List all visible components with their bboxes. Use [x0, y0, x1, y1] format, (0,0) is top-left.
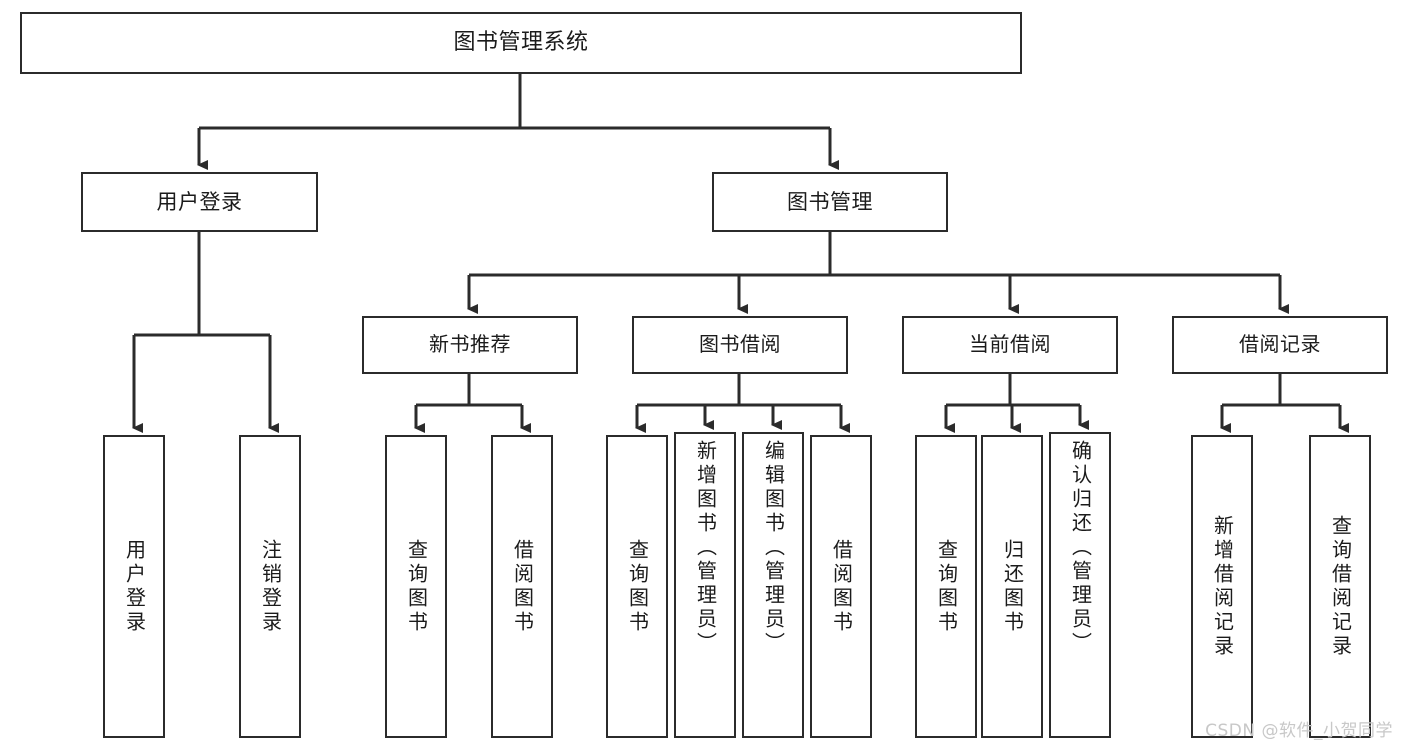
leaf-add-borrow-record[interactable]: 新增借阅记录 — [1191, 435, 1253, 738]
node-root-system[interactable]: 图书管理系统 — [20, 12, 1022, 74]
node-label: 图书管理系统 — [453, 30, 589, 56]
node-label: 新增图书（管理员） — [693, 440, 718, 656]
node-label: 用户登录 — [122, 538, 147, 635]
leaf-query-book-current[interactable]: 查询图书 — [915, 435, 977, 738]
node-label: 查询借阅记录 — [1328, 514, 1353, 659]
node-label: 编辑图书（管理员） — [761, 440, 786, 656]
node-label: 查询图书 — [934, 538, 959, 635]
leaf-confirm-return-admin[interactable]: 确认归还（管理员） — [1049, 432, 1111, 738]
node-label: 图书借阅 — [699, 332, 781, 357]
node-label: 确认归还（管理员） — [1068, 440, 1093, 656]
leaf-borrow-book-recommend[interactable]: 借阅图书 — [491, 435, 553, 738]
node-borrow-record[interactable]: 借阅记录 — [1172, 316, 1388, 374]
node-new-book-recommend[interactable]: 新书推荐 — [362, 316, 578, 374]
leaf-query-book-borrow[interactable]: 查询图书 — [606, 435, 668, 738]
leaf-borrow-book[interactable]: 借阅图书 — [810, 435, 872, 738]
node-label: 借阅图书 — [829, 538, 854, 635]
watermark: CSDN @软件_小贺同学 — [1205, 721, 1393, 741]
node-user-login[interactable]: 用户登录 — [81, 172, 318, 232]
node-label: 借阅记录 — [1239, 332, 1321, 357]
node-book-borrow[interactable]: 图书借阅 — [632, 316, 848, 374]
leaf-query-borrow-record[interactable]: 查询借阅记录 — [1309, 435, 1371, 738]
node-label: 用户登录 — [156, 189, 243, 214]
node-label: 查询图书 — [404, 538, 429, 635]
node-label: 注销登录 — [258, 538, 283, 635]
leaf-user-login[interactable]: 用户登录 — [103, 435, 165, 738]
node-label: 新增借阅记录 — [1210, 514, 1235, 659]
leaf-add-book-admin[interactable]: 新增图书（管理员） — [674, 432, 736, 738]
node-label: 新书推荐 — [429, 332, 511, 357]
node-label: 当前借阅 — [969, 332, 1051, 357]
node-book-management[interactable]: 图书管理 — [712, 172, 948, 232]
node-label: 借阅图书 — [510, 538, 535, 635]
leaf-query-book-recommend[interactable]: 查询图书 — [385, 435, 447, 738]
leaf-user-logout[interactable]: 注销登录 — [239, 435, 301, 738]
node-label: 图书管理 — [787, 189, 873, 214]
node-label: 查询图书 — [625, 538, 650, 635]
leaf-return-book[interactable]: 归还图书 — [981, 435, 1043, 738]
leaf-edit-book-admin[interactable]: 编辑图书（管理员） — [742, 432, 804, 738]
node-label: 归还图书 — [1000, 538, 1025, 635]
node-current-borrow[interactable]: 当前借阅 — [902, 316, 1118, 374]
